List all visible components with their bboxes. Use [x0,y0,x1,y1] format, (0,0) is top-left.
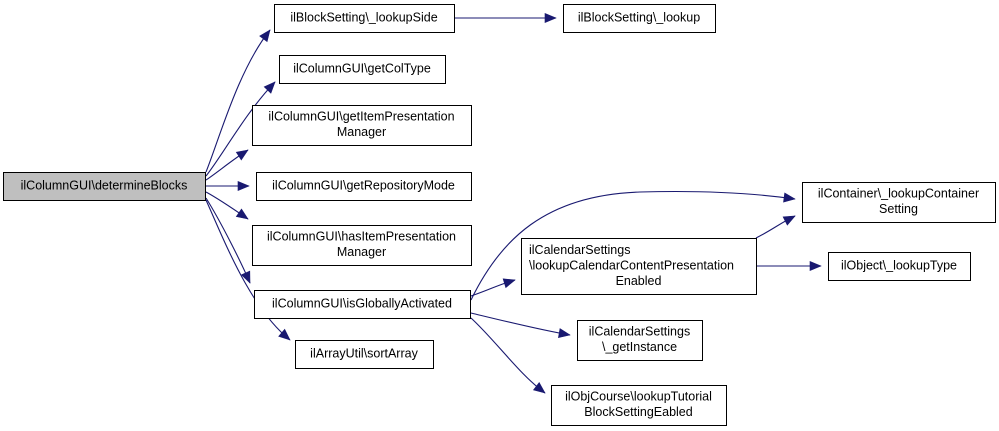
node-label-line: \_getInstance [602,340,677,354]
arrowhead [263,81,276,94]
node-lookupSide[interactable]: ilBlockSetting\_lookupSide [274,4,455,33]
arrowhead [259,29,271,43]
arrowhead [240,270,251,284]
node-label-line: Manager [337,245,386,259]
edge-determineBlocks-to-hasItemPresentationManager [205,191,249,220]
node-label-line: Manager [337,125,386,139]
node-box[interactable] [563,4,716,33]
node-getRepositoryMode[interactable]: ilColumnGUI\getRepositoryMode [256,172,472,201]
nodes-layer: ilColumnGUI\determineBlocks ilBlockSettin… [3,4,996,426]
arrowhead [278,328,291,341]
arrowhead [783,192,796,203]
node-label-line: ilColumnGUI\getRepositoryMode [272,178,455,192]
node-label-line: ilArrayUtil\sortArray [310,346,418,360]
node-label-line: BlockSettingEabled [584,405,692,419]
node-label-line: ilColumnGUI\getColType [293,61,431,75]
edge-lookupCalendarContentPresentationEnabled-to-lookupContainerSetting [755,215,796,239]
node-box[interactable] [254,290,471,319]
arrowhead [782,215,796,226]
node-box[interactable] [3,172,206,201]
arrowhead [544,12,557,24]
node-box[interactable] [521,238,757,295]
node-getColType[interactable]: ilColumnGUI\getColType [279,55,446,84]
node-box[interactable] [802,182,996,223]
node-lookupCalendarContentPresentationEnabled[interactable]: ilCalendarSettings\lookupCalendarContent… [521,238,757,295]
edge-isGloballyActivated-to-getInstance [470,312,571,338]
node-lookupType[interactable]: ilObject\_lookupType [828,252,971,281]
edge-determineBlocks-to-getItemPresentationManager [205,149,249,181]
edge-lookupCalendarContentPresentationEnabled-to-lookupType [756,260,822,272]
edges-layer [205,12,822,394]
node-label-line: ilCalendarSettings [589,325,690,339]
node-lookupTutorialBlockSettingEabled[interactable]: ilObjCourse\lookupTutorialBlockSettingEa… [551,385,727,426]
arrowhead [558,328,571,338]
node-label-line: Setting [879,202,918,216]
node-label-line: ilColumnGUI\getItemPresentation [268,110,454,124]
node-label-line: ilColumnGUI\hasItemPresentation [267,230,456,244]
node-label-line: ilCalendarSettings [529,243,630,257]
node-box[interactable] [252,225,472,266]
node-lookup[interactable]: ilBlockSetting\_lookup [563,4,716,33]
edge-isGloballyActivated-to-lookupTutorialBlockSettingEabled [470,317,546,394]
node-box[interactable] [252,105,472,146]
edge-determineBlocks-to-isGloballyActivated [205,197,251,284]
edge-isGloballyActivated-to-lookupCalendarContentPresentationEnabled [470,278,516,297]
edge-determineBlocks-to-sortArray [205,199,291,341]
arrowhead [809,260,822,272]
node-label-line: \lookupCalendarContentPresentation [529,258,734,272]
node-box[interactable] [256,172,472,201]
arrowhead [502,278,516,289]
node-label-line: ilContainer\_lookupContainer [818,187,979,201]
node-getInstance[interactable]: ilCalendarSettings\_getInstance [577,320,703,361]
node-label-line: ilObject\_lookupType [841,258,957,272]
node-label-line: ilColumnGUI\isGloballyActivated [272,296,452,310]
node-box[interactable] [295,340,434,369]
edge-determineBlocks-to-getColType [205,81,276,177]
arrowhead [532,382,546,394]
node-box[interactable] [274,4,455,33]
edge-determineBlocks-to-getRepositoryMode [206,180,250,192]
node-determineBlocks[interactable]: ilColumnGUI\determineBlocks [3,172,206,201]
node-label-line: ilBlockSetting\_lookupSide [290,10,437,24]
arrowhead [237,180,250,192]
node-box[interactable] [828,252,971,281]
arrowhead [235,208,249,220]
node-sortArray[interactable]: ilArrayUtil\sortArray [295,340,434,369]
node-box[interactable] [577,320,703,361]
edge-determineBlocks-to-lookupSide [205,29,271,173]
node-label-line: Enabled [616,274,662,288]
edge-lookupSide-to-lookup [454,12,557,24]
arrowhead [235,149,249,161]
node-label-line: ilBlockSetting\_lookup [578,10,700,24]
node-box[interactable] [551,385,727,426]
node-label-line: ilColumnGUI\determineBlocks [21,178,188,192]
node-label-line: ilObjCourse\lookupTutorial [565,390,712,404]
node-box[interactable] [279,55,446,84]
edge-isGloballyActivated-to-lookupContainerSetting [470,190,796,301]
node-isGloballyActivated[interactable]: ilColumnGUI\isGloballyActivated [254,290,471,319]
